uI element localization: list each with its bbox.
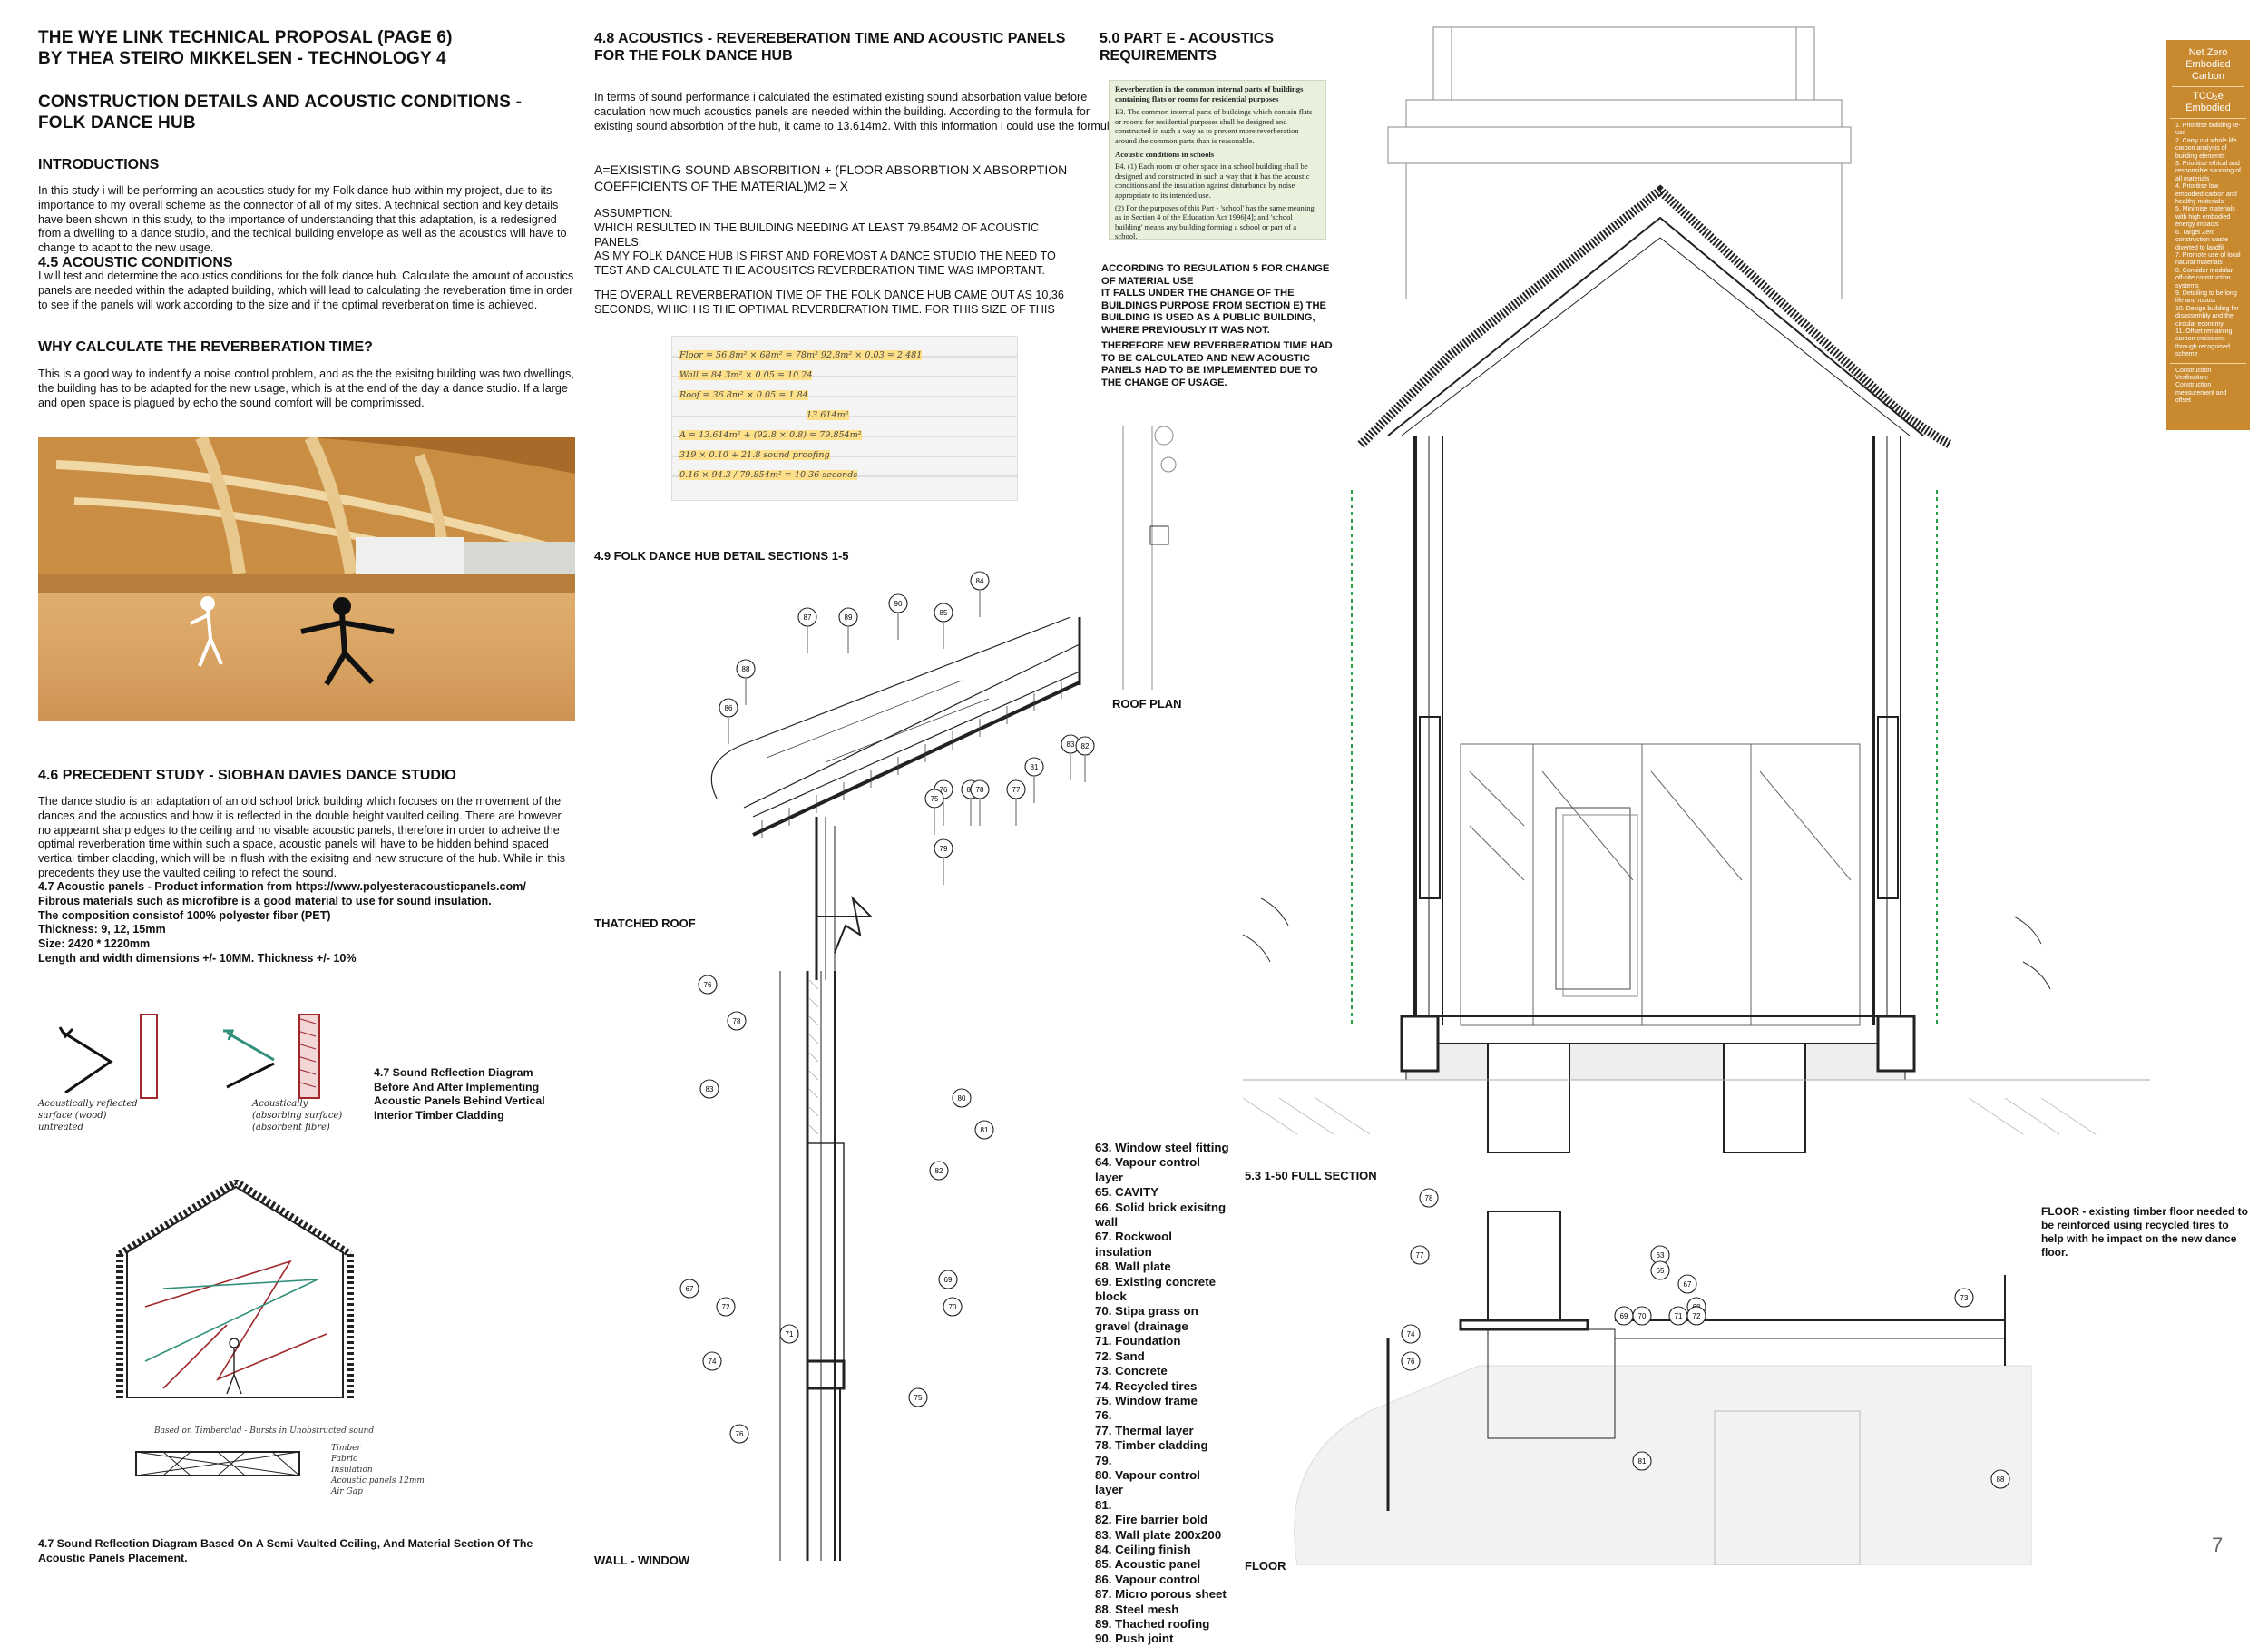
legend-item: 88. Steel mesh [1095,1602,1179,1616]
legend-item: 68. Wall plate [1095,1260,1171,1274]
carbon-item: 1. Prioritise building re-use [2175,123,2241,137]
page-subtitle: CONSTRUCTION DETAILS AND ACOUSTIC CONDIT… [38,93,523,132]
carbon-item: 10. Design building for disassembly and … [2175,305,2239,328]
floor-detail [1294,1211,2032,1565]
thatched-roof-label: THATCHED ROOF [594,917,696,930]
precedent-heading: 4.6 PRECEDENT STUDY - SIOBHAN DAVIES DAN… [38,768,456,783]
materials-legend: 63. Window steel fitting 64. Vapour cont… [1095,1141,1229,1647]
legend-item: 80. Vapour control layer [1095,1467,1201,1497]
thatched-roof-detail [710,616,1081,980]
sketch1-left-note: Acoustically reflected surface (wood) un… [38,1099,138,1132]
roof-plan [1122,426,1177,690]
carbon-item: 2. Carry out whole life carbon analysis … [2175,137,2237,160]
legend-item: 73. Concrete [1095,1364,1168,1378]
precedent-body: The dance studio is an adaptation of an … [38,795,565,879]
page-title: THE WYE LINK TECHNICAL PROPOSAL (PAGE 6)… [38,28,453,68]
carbon-item: 6. Target Zero construction waste divert… [2175,229,2228,251]
wall-window-label: WALL - WINDOW [594,1554,690,1567]
reverberation-body: In terms of sound performance i calculat… [594,91,1119,132]
legend-item: 63. Window steel fitting [1095,1141,1229,1154]
therefore-note: THEREFORE NEW REVERBERATION TIME HAD TO … [1101,340,1333,388]
acoustic-panel-info: 4.7 Acoustic panels - Product informatio… [38,880,526,965]
legend-item: 76. [1095,1408,1112,1423]
detail-sections-heading: 4.9 FOLK DANCE HUB DETAIL SECTIONS 1-5 [594,549,849,563]
reverberation-assumption: ASSUMPTION: WHICH RESULTED IN THE BUILDI… [594,207,1056,278]
why-body: This is a good way to indentify a noise … [38,368,574,409]
legend-item: 65. CAVITY [1095,1185,1158,1200]
regulation-extract: Reverberation in the common internal par… [1109,80,1326,240]
legend-item: 72. Sand [1095,1348,1145,1363]
reverberation-heading: 4.8 ACOUSTICS - REVEREBERATION TIME AND … [594,31,1066,64]
carbon-item: 9. Detailing to be long life and robust [2175,289,2237,305]
full-section-drawing [1243,26,2150,1153]
legend-item: 67. Rockwool insulation [1095,1230,1172,1259]
sketch2-labels: Timber Fabric Insulation Acoustic panels… [331,1444,425,1496]
legend-item: 64. Vapour control layer [1095,1155,1201,1184]
legend-item: 83. Wall plate 200x200 [1095,1527,1222,1542]
intro-body: In this study i will be performing an ac… [38,184,567,255]
legend-item: 66. Solid brick exisitng wall [1095,1200,1227,1230]
why-heading: WHY CALCULATE THE REVERBERATION TIME? [38,339,373,355]
legend-item: 90. Push joint [1095,1632,1174,1646]
carbon-item: 7. Promote use of local natural material… [2175,251,2241,267]
reverberation-formula: A=EXISISTING SOUND ABSORBITION + (FLOOR … [594,162,1068,193]
legend-item: 84. Ceiling finish [1095,1542,1191,1556]
sketch2-caption: 4.7 Sound Reflection Diagram Based On A … [38,1537,533,1564]
legend-item: 82. Fire barrier bold [1095,1513,1208,1527]
legend-item: 77. Thermal layer [1095,1423,1194,1437]
part-e-heading: 5.0 PART E - ACOUSTICS REQUIREMENTS [1100,31,1275,64]
full-section-label: 5.3 1-50 FULL SECTION [1245,1169,1377,1182]
legend-item: 71. Foundation [1095,1334,1181,1348]
acoustic-conditions-heading: 4.5 ACOUSTIC CONDITIONS [38,255,233,270]
reverberation-result: THE OVERALL REVERBERATION TIME OF THE FO… [594,289,1064,316]
legend-item: 69. Existing concrete block [1095,1274,1217,1304]
sketch1-right-note: Acoustically (absorbing surface) (absorb… [252,1099,343,1132]
legend-item: 87. Micro porous sheet [1095,1587,1227,1602]
net-zero-carbon-panel: Net Zero Embodied Carbon TCO₂e Embodied … [2166,40,2250,430]
dance-studio-photo-drawing [38,437,575,721]
legend-item: 79. [1095,1453,1112,1467]
page-number: 7 [2212,1534,2224,1556]
legend-item: 70. Stipa grass on gravel (drainage [1095,1304,1198,1333]
legend-item: 74. Recycled tires [1095,1378,1198,1393]
sketch1-caption: 4.7 Sound Reflection Diagram Before And … [374,1066,545,1122]
acoustic-conditions-body: I will test and determine the acoustics … [38,270,574,311]
intro-heading: INTRODUCTIONS [38,157,160,172]
carbon-item: 4. Prioritise low embodied carbon and he… [2175,183,2237,206]
legend-item: 85. Acoustic panel [1095,1557,1201,1572]
legend-item: 86. Vapour control [1095,1572,1201,1586]
sound-reflection-sketch-1 [58,1014,320,1099]
precedent-photo [38,437,575,721]
regulation-5-note: ACCORDING TO REGULATION 5 FOR CHANGE OF … [1101,263,1330,336]
carbon-footer: Construction Verification: Construction … [2170,362,2246,409]
carbon-item: 3. Prioritise ethical and responsible so… [2175,161,2241,182]
carbon-item: 8. Consider modular off-site constructio… [2175,267,2234,289]
sketch2-note: Based on Timberclad - Bursts in Unobstru… [154,1426,375,1436]
carbon-item: 11. Offset remaining carbon emissions th… [2175,328,2233,358]
wall-window-detail [779,971,846,1561]
floor-label: FLOOR [1245,1559,1286,1573]
calculation-lines: Floor = 56.8m² × 68m² = 78m² 92.8m² × 0.… [679,350,923,480]
floor-note: FLOOR - existing timber floor needed to … [2041,1205,2249,1259]
legend-item: 75. Window frame [1095,1393,1198,1407]
calculation-notes: Floor = 56.8m² × 68m² = 78m² 92.8m² × 0.… [671,336,1018,501]
legend-item: 81. [1095,1497,1112,1512]
sound-reflection-sketch-2 [116,1180,354,1476]
legend-item: 89. Thached roofing [1095,1617,1210,1631]
roof-plan-label: ROOF PLAN [1112,697,1182,711]
legend-item: 78. Timber cladding [1095,1438,1208,1453]
carbon-item: 5. Minimise materials with high embodied… [2175,206,2235,229]
